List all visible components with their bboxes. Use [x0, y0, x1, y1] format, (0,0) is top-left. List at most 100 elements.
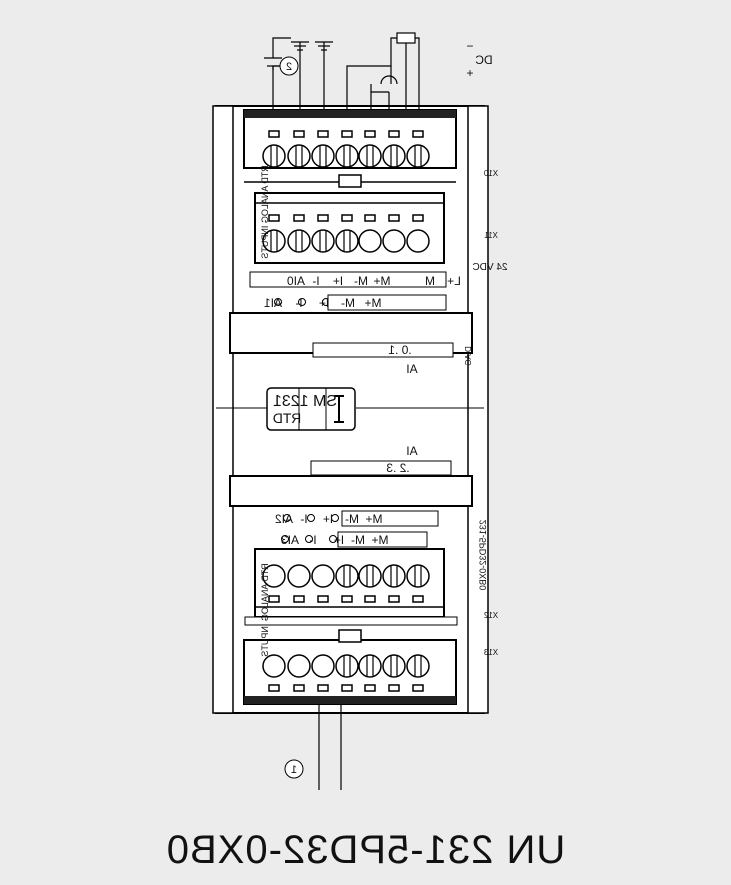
power-term-lplus: L+: [447, 274, 461, 288]
terminal-slot: [293, 595, 305, 603]
terminal-slot: [388, 595, 400, 603]
terminal-screw: [262, 229, 286, 253]
ai1-label: AI1: [264, 296, 282, 310]
callout-2: 2: [286, 61, 292, 73]
diag-label: DIAG: [464, 346, 473, 366]
terminal-slot: [317, 214, 329, 222]
ai0-term: I+: [333, 274, 343, 288]
ai1-term: I+: [319, 296, 329, 310]
terminal-slot: [341, 214, 353, 222]
terminal-screw: [406, 654, 430, 678]
terminal-screw: [311, 229, 335, 253]
nameplate: [216, 387, 484, 431]
terminal-slot: [268, 130, 280, 138]
connector-label-x13: X13: [483, 648, 498, 657]
ai3-label: AI3: [281, 533, 299, 547]
terminal-screw: [358, 564, 382, 588]
terminal-screw: [287, 229, 311, 253]
terminal-slot: [317, 130, 329, 138]
callout-2-ring: [279, 56, 299, 76]
side-label-top: RTD ANALOG INPUTS: [260, 165, 270, 258]
terminal-screw: [335, 229, 359, 253]
unused-terminal: [281, 535, 289, 543]
terminal-screw: [311, 564, 335, 588]
sensor-cable-bottom: [318, 704, 342, 790]
module-name: SM 1231: [273, 393, 337, 410]
module-type: RTD: [273, 410, 302, 426]
terminal-slot: [388, 130, 400, 138]
side-part-number: 231-5PD32-0XB0: [478, 520, 488, 591]
ai1-term: M+: [364, 296, 381, 310]
unused-terminal: [298, 298, 306, 306]
connector-label-x10: X10: [483, 169, 498, 178]
terminal-slot: [293, 684, 305, 692]
terminal-screw: [287, 654, 311, 678]
terminal-screw: [287, 144, 311, 168]
sensor-wiring-top: [264, 32, 420, 110]
ai2-term: I+: [323, 512, 333, 526]
part-number-caption: UN 231-5PD32-0XB0: [165, 828, 566, 872]
unused-terminal: [274, 298, 282, 306]
ai0-term: M-: [354, 274, 368, 288]
ai3-term: I-: [309, 533, 316, 547]
terminal-slot: [293, 214, 305, 222]
terminal-slot: [341, 684, 353, 692]
terminal-slot: [341, 595, 353, 603]
terminal-screw: [406, 144, 430, 168]
led-label-bottom: AI: [406, 444, 417, 458]
terminal-slot: [364, 214, 376, 222]
terminal-slot: [412, 684, 424, 692]
terminal-slot: [412, 214, 424, 222]
ai0-term: I-: [312, 274, 319, 288]
ai2-term: M-: [345, 512, 359, 526]
connector-label-x11: X11: [484, 231, 498, 240]
terminal-screw: [262, 564, 286, 588]
unused-terminal: [329, 535, 337, 543]
ai3-term: M+: [371, 533, 388, 547]
terminal-screw: [358, 229, 382, 253]
terminal-slot: [317, 684, 329, 692]
terminal-screw: [335, 564, 359, 588]
terminal-slot: [293, 130, 305, 138]
terminal-slot: [268, 595, 280, 603]
power-term-m: M: [425, 274, 435, 288]
ai2-label: AI2: [275, 512, 293, 526]
terminal-slot: [388, 684, 400, 692]
terminal-slot: [388, 214, 400, 222]
terminal-screw: [335, 144, 359, 168]
led-label-top: AI: [406, 362, 417, 376]
dc-symbol: DC: [475, 53, 493, 67]
terminal-slot: [412, 595, 424, 603]
terminal-screw: [406, 229, 430, 253]
terminal-slot: [268, 214, 280, 222]
terminal-slot: [341, 130, 353, 138]
terminal-screw: [358, 144, 382, 168]
power-label: 24 VDC: [472, 262, 507, 273]
ai1-term: I-: [295, 296, 302, 310]
ai3-term: I+: [334, 533, 344, 547]
terminal-screw: [406, 564, 430, 588]
terminal-slot: [412, 130, 424, 138]
ai0-label: AI0: [287, 274, 305, 288]
led-range-top: .0 .1: [388, 343, 412, 357]
terminal-screw: [287, 564, 311, 588]
led-range-bottom: .2 .3: [386, 461, 410, 475]
terminal-screw: [311, 654, 335, 678]
legend-row-ai1: [327, 294, 447, 311]
ai2-term: I-: [300, 512, 307, 526]
terminal-screw: [358, 654, 382, 678]
terminal-slot: [364, 130, 376, 138]
callout-1: 1: [291, 764, 297, 776]
terminal-screw: [262, 144, 286, 168]
terminal-slot: [268, 684, 280, 692]
ai0-term: M+: [373, 274, 390, 288]
led-strip-bottom: [229, 475, 473, 507]
unused-terminal: [305, 535, 313, 543]
unused-terminal: [307, 514, 315, 522]
ai1-term: M-: [341, 296, 355, 310]
legend-row-ai0: [249, 271, 447, 288]
terminal-slot: [317, 595, 329, 603]
terminal-screw: [311, 144, 335, 168]
unused-terminal: [283, 514, 291, 522]
